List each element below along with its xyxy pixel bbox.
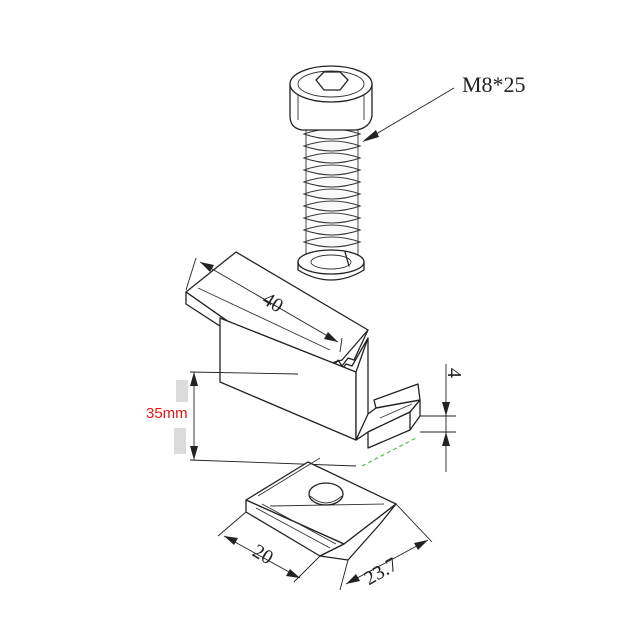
nut-length-label: 23.7: [360, 553, 401, 590]
slot-nut: [245, 457, 397, 561]
lip-label: 4: [443, 368, 465, 378]
nut-hole: [308, 482, 344, 506]
end-clamp-body: [185, 251, 421, 449]
bolt-callout: M8*25: [362, 72, 526, 142]
lip-dimension: 4: [420, 364, 465, 472]
bolt-size-label: M8*25: [462, 72, 526, 97]
nut-width-label: 20: [249, 540, 277, 569]
height-dimension: 35mm: [146, 371, 357, 467]
green-guide-line: [361, 437, 417, 467]
height-label: 35mm: [146, 405, 188, 422]
socket-head-bolt: [289, 65, 373, 281]
bolt-thread: [302, 124, 362, 256]
blurred-mark-top: [176, 380, 188, 402]
blurred-mark-bottom: [174, 428, 186, 454]
bolt-head: [289, 65, 373, 131]
split-washer: [297, 249, 365, 281]
